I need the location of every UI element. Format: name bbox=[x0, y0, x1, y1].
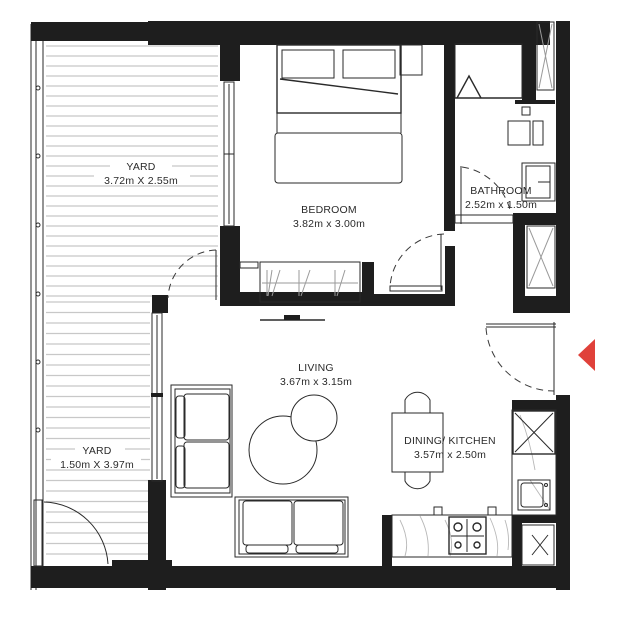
room-name-bedroom: BEDROOM bbox=[301, 204, 357, 216]
room-label-yard-top: YARD 3.72m X 2.55m bbox=[94, 160, 190, 187]
room-name: YARD bbox=[82, 445, 111, 457]
kitchen-counter bbox=[391, 409, 557, 558]
room-dimensions: 1.50m X 3.97m bbox=[60, 459, 134, 471]
room-dimensions: 3.72m X 2.55m bbox=[104, 175, 178, 187]
room-name-dining-kitchen: DINING/ KITCHEN bbox=[404, 435, 496, 447]
bedroom-window bbox=[223, 81, 235, 227]
coffee-tables bbox=[248, 394, 338, 485]
wardrobe bbox=[239, 261, 361, 303]
walls bbox=[31, 21, 570, 590]
service-shafts bbox=[521, 21, 556, 566]
sofa-bottom bbox=[234, 496, 349, 558]
entrance-door bbox=[485, 322, 556, 395]
room-name-living: LIVING bbox=[298, 362, 334, 374]
room-dimensions-living: 3.67m x 3.15m bbox=[280, 376, 352, 388]
bed bbox=[274, 44, 423, 184]
tv bbox=[260, 315, 325, 321]
yard-railing bbox=[30, 24, 44, 590]
dining-table bbox=[391, 391, 444, 490]
room-label-yard-bottom: YARD 1.50m X 3.97m bbox=[51, 444, 141, 471]
room-dimensions-bedroom: 3.82m x 3.00m bbox=[293, 218, 365, 230]
room-dimensions-dining-kitchen: 3.57m x 2.50m bbox=[414, 449, 486, 461]
living-window bbox=[151, 312, 163, 482]
yard-gate bbox=[33, 499, 109, 567]
bathroom-fixtures bbox=[454, 43, 556, 224]
bedroom-door bbox=[389, 233, 445, 292]
entrance-arrow-icon bbox=[578, 339, 595, 371]
room-name-bathroom: BATHROOM bbox=[470, 185, 532, 197]
sofa-left bbox=[170, 384, 233, 498]
yard-decking bbox=[46, 45, 218, 555]
room-dimensions-bathroom: 2.52m x 1.50m bbox=[465, 199, 537, 211]
yard-door bbox=[167, 249, 217, 300]
room-name: YARD bbox=[126, 161, 155, 173]
